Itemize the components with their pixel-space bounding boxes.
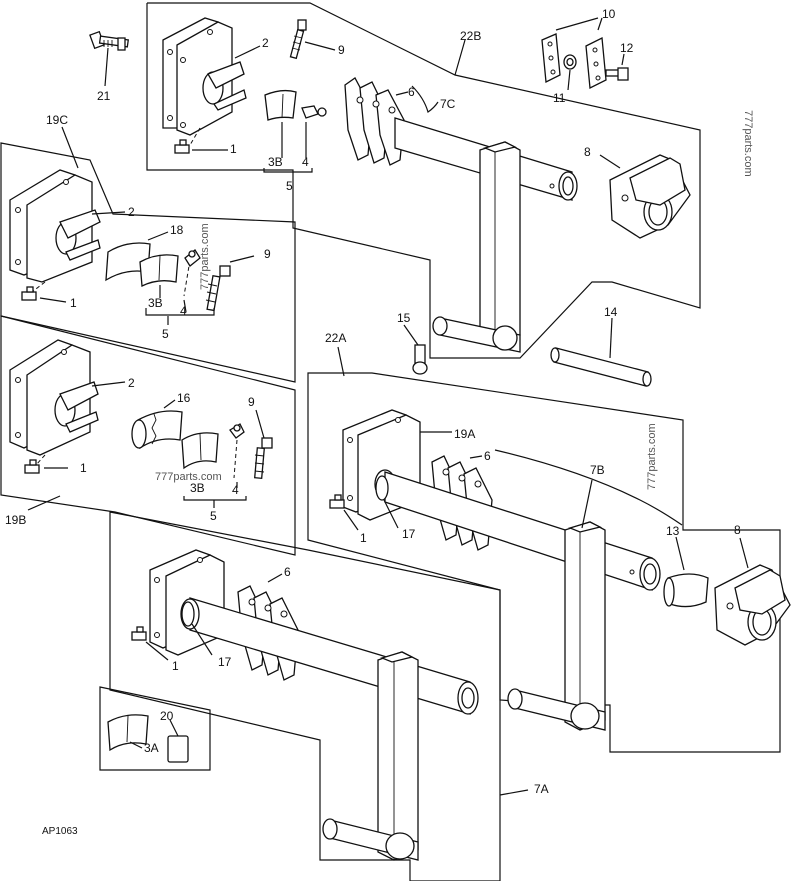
callout-15: 15 [397, 311, 411, 325]
callout-8-22b: 8 [584, 145, 591, 159]
callout-7a: 7A [534, 782, 549, 796]
collar-17-7a [181, 601, 195, 627]
callout-6-7a: 6 [284, 565, 291, 579]
callout-10: 10 [602, 7, 616, 21]
fitting-4-22b [301, 105, 327, 119]
callout-21: 21 [97, 89, 111, 103]
callout-2-19c: 2 [128, 205, 135, 219]
grease-fitting-1-19c [21, 286, 37, 301]
callout-2-19b: 2 [128, 376, 135, 390]
callout-8-22a: 8 [734, 523, 741, 537]
callout-13: 13 [666, 524, 680, 538]
outline-20 [99, 686, 211, 771]
callout-1-22a: 1 [360, 531, 367, 545]
watermark-2: 777parts.com [199, 223, 211, 290]
callout-22b: 22B [460, 29, 481, 43]
callout-3b-19b: 3B [190, 481, 205, 495]
bolt-9-22b [289, 19, 307, 60]
outline-7a [109, 511, 501, 881]
callout-6-22a: 6 [484, 449, 491, 463]
bearing-8-22a [714, 564, 791, 646]
callout-4-19c: 4 [180, 304, 187, 318]
callout-3b-22b: 3B [268, 155, 283, 169]
callout-3b-19c: 3B [148, 296, 163, 310]
callout-9-22b: 9 [338, 43, 345, 57]
collar-17-22a [375, 475, 389, 501]
plate-2-19b [9, 339, 99, 456]
callout-1-22b: 1 [230, 142, 237, 156]
plug-20 [167, 735, 189, 763]
sleeve-13 [663, 573, 709, 608]
callout-5-22b: 5 [286, 179, 293, 193]
callout-20: 20 [160, 709, 174, 723]
callout-12: 12 [620, 41, 634, 55]
plate-2-22b [162, 17, 247, 136]
bushing-3b-22b [264, 89, 297, 121]
watermark-4: 777parts.com [155, 471, 222, 483]
watermark-1: 777parts.com [742, 110, 754, 177]
callout-1-19c: 1 [70, 296, 77, 310]
fitting-4-19b [229, 423, 245, 439]
callout-9-19b: 9 [248, 395, 255, 409]
axle-7b [384, 471, 661, 731]
grease-fitting-1-19b [24, 459, 40, 474]
callout-19b: 19B [5, 513, 26, 527]
grease-fitting-1-22a [329, 494, 345, 509]
axle-7c [394, 117, 578, 353]
callout-5-19c: 5 [162, 327, 169, 341]
callout-19c: 19C [46, 113, 68, 127]
bolt-21 [89, 30, 130, 51]
callout-6-22b: 6 [408, 85, 415, 99]
bushing-3a [107, 714, 149, 752]
callout-7b: 7B [590, 463, 605, 477]
drawing-code: AP1063 [42, 826, 78, 837]
axle-7a [180, 597, 479, 861]
callout-14: 14 [604, 305, 618, 319]
outline-19b [0, 315, 296, 556]
callout-18: 18 [170, 223, 184, 237]
callout-1-7a: 1 [172, 659, 179, 673]
bushing-3b-19b [181, 432, 219, 470]
callout-3a: 3A [144, 741, 159, 755]
bolt-9-19b [253, 437, 273, 479]
callout-4-22b: 4 [302, 155, 309, 169]
bushing-3b-19c [139, 254, 179, 288]
plate-2-19c [9, 169, 101, 283]
bearing-8-22b [609, 154, 691, 239]
bolt-9-19c [205, 265, 231, 312]
callout-2-22b: 2 [262, 36, 269, 50]
bolt-12 [605, 67, 629, 81]
callout-9-19c: 9 [264, 247, 271, 261]
spacer-11 [563, 54, 577, 70]
grease-fitting-1-7a [131, 626, 147, 641]
callout-22a: 22A [325, 331, 346, 345]
callout-11: 11 [553, 91, 566, 105]
fitting-4-19c [184, 249, 201, 267]
outline-22b [146, 2, 701, 359]
bolt-15 [412, 344, 428, 375]
callout-7c: 7C [440, 97, 456, 111]
callout-17-7a: 17 [218, 655, 232, 669]
bushing-16 [131, 410, 183, 450]
callout-1-19b: 1 [80, 461, 87, 475]
pin-14 [550, 347, 652, 387]
callout-17-22a: 17 [402, 527, 416, 541]
plates-10 [541, 33, 607, 90]
callout-16: 16 [177, 391, 191, 405]
callout-19a: 19A [454, 427, 475, 441]
watermark-3: 777parts.com [646, 423, 658, 490]
callout-4-19b: 4 [232, 483, 239, 497]
grease-fitting-1-22b [174, 139, 190, 154]
callout-5-19b: 5 [210, 509, 217, 523]
